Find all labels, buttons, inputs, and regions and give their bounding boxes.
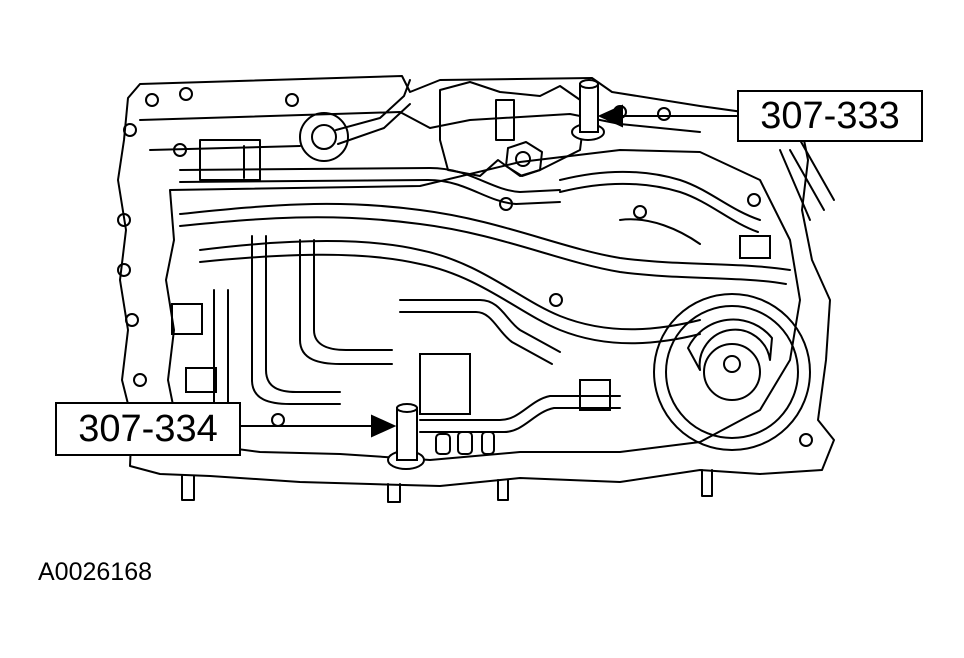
callout-307-334: 307-334 (55, 402, 241, 456)
valve-body-outline (165, 149, 801, 461)
callout-307-333: 307-333 (737, 90, 923, 142)
tool-pin-307-333 (571, 79, 605, 141)
tool-pin-307-334 (387, 403, 425, 470)
accumulator-outer (653, 293, 811, 451)
arrowhead-307-333 (597, 104, 623, 128)
plate-outline (117, 75, 835, 487)
figure-id: A0026168 (38, 558, 153, 586)
arrowhead-307-334 (371, 414, 397, 438)
